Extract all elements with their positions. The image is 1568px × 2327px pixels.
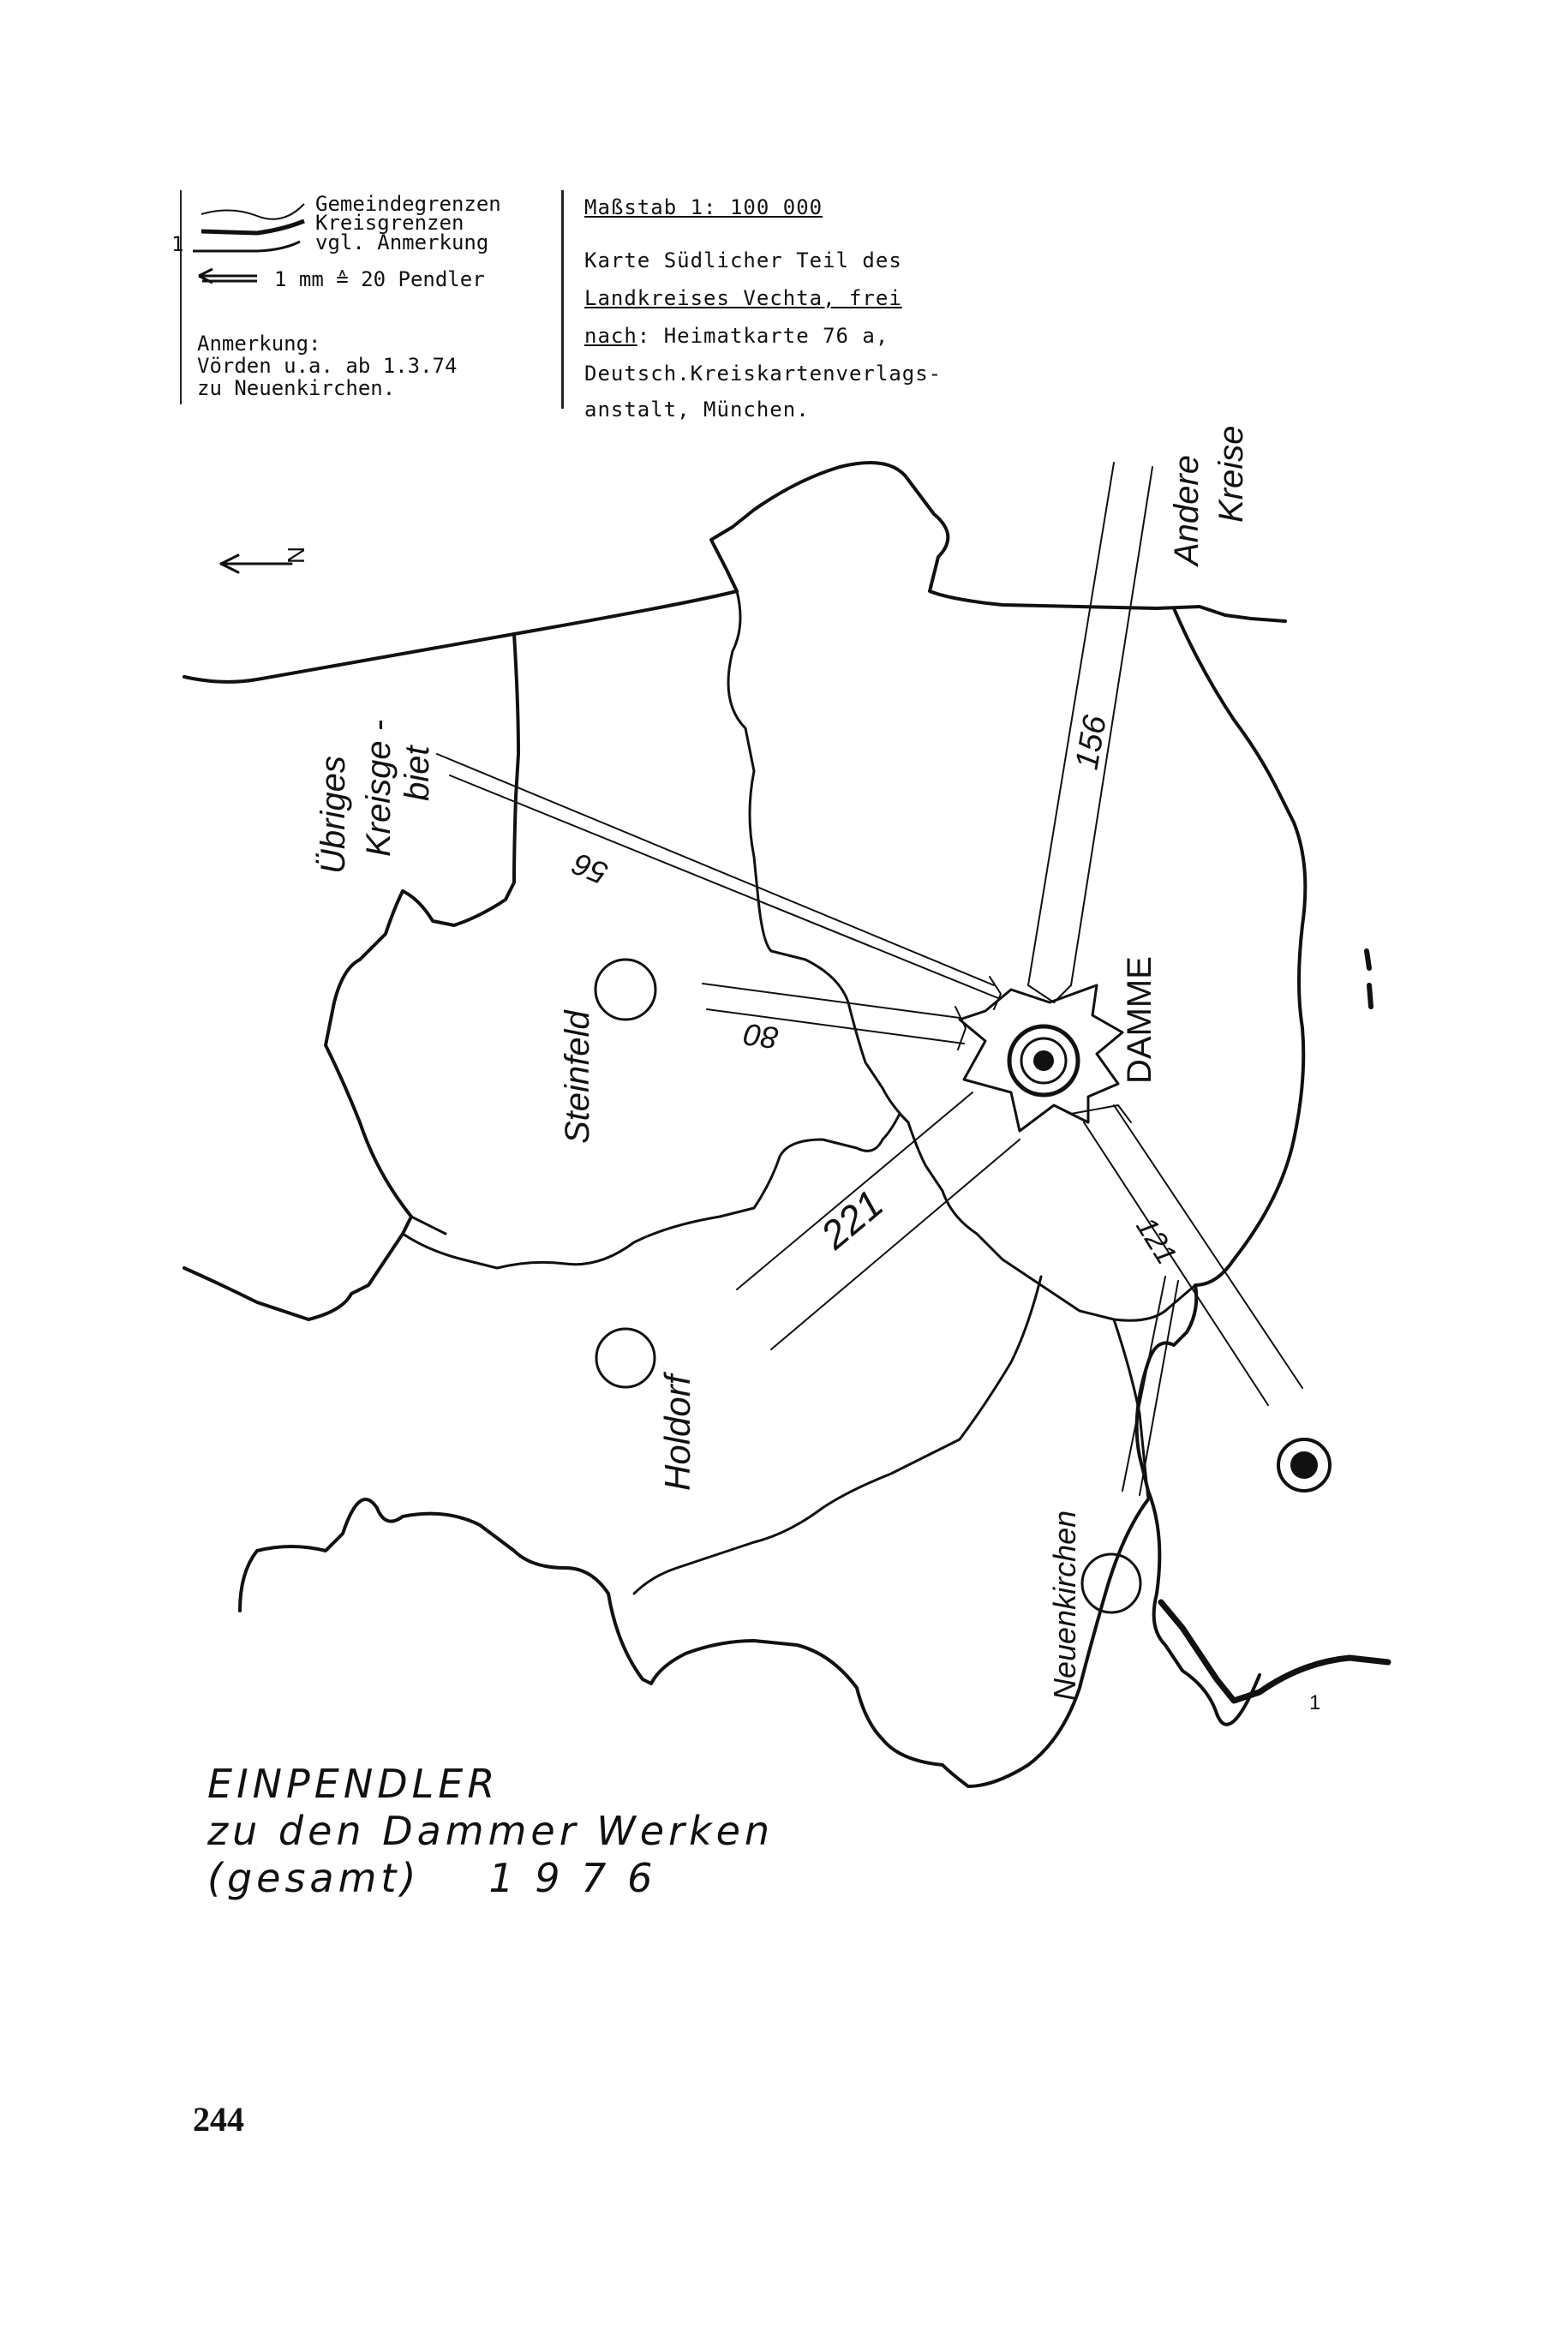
page-number: 244	[193, 2100, 244, 2139]
municipal-boundary-symbol	[200, 203, 305, 220]
district-boundary-east	[1134, 607, 1308, 1726]
source-line2: Landkreises Vechta, frei	[584, 286, 902, 310]
holdorf-symbol	[595, 1327, 656, 1389]
municipal-boundary-steinfeld-west	[410, 1215, 447, 1235]
see-note-symbol	[193, 240, 301, 253]
north-arrow	[219, 553, 293, 574]
flow-value-steinfeld: 80	[742, 1017, 781, 1056]
place-holdorf: Holdorf	[657, 1371, 697, 1491]
legend-municipal-label: Gemeindegrenzen	[315, 192, 501, 216]
source-line3-rest: : Heimatkarte 76 a,	[637, 324, 889, 348]
vorden-symbol-inner	[1290, 1451, 1318, 1479]
municipal-boundary-uebriges	[727, 589, 910, 1124]
flow-value-holdorf: 221	[811, 1181, 891, 1258]
vorden-symbol	[1277, 1438, 1332, 1493]
district-boundary-southeast	[1158, 1599, 1391, 1704]
map-note-marker: 1	[1309, 1691, 1320, 1714]
caption-line1: EINPENDLER	[207, 1761, 500, 1807]
north-label: N	[283, 547, 309, 564]
district-boundary-north	[183, 461, 1287, 684]
flow-band-holdorf	[736, 1092, 1020, 1350]
place-neuenkirchen: Neuenkirchen	[1047, 1510, 1082, 1701]
scale-arrow-symbol	[198, 267, 257, 284]
flow-band-steinfeld	[702, 983, 967, 1050]
caption-line3-a: (gesamt)	[207, 1855, 421, 1901]
legend-note-marker: 1	[171, 232, 184, 256]
caption-line3: (gesamt) 1 9 7 6	[207, 1855, 656, 1901]
district-boundary-symbol	[200, 218, 305, 236]
damme-symbol-outer	[1007, 1024, 1080, 1098]
source-line3-label: nach	[584, 324, 637, 348]
source-scale: Maßstab 1: 100 000	[584, 195, 823, 219]
damme-symbol-core	[1033, 1050, 1054, 1071]
legend-frame-line	[180, 190, 182, 404]
damme-symbol-inner	[1020, 1037, 1068, 1085]
municipal-boundary-holdorf-neuenkirchen	[632, 1275, 1043, 1595]
place-damme: DAMME	[1121, 956, 1158, 1084]
region-andere-1: Andere	[1168, 455, 1206, 567]
legend-source-divider	[561, 190, 564, 409]
caption-line2: zu den Dammer Werken	[207, 1808, 775, 1854]
flow-value-uebriges: 56	[567, 846, 613, 891]
source-line4: Deutsch.Kreiskartenverlags-	[584, 362, 943, 386]
legend-district-label: Kreisgrenzen	[315, 211, 464, 235]
region-andere-2: Kreise	[1212, 426, 1250, 523]
source-line1: Karte Südlicher Teil des	[584, 248, 902, 272]
flow-band-neuenkirchen	[1070, 1104, 1303, 1496]
legend-note-heading: Anmerkung:	[197, 332, 321, 356]
legend-note-line2: zu Neuenkirchen.	[197, 376, 396, 400]
municipal-boundary-steinfeld-holdorf	[401, 1112, 910, 1270]
legend-symbols	[193, 203, 305, 284]
municipal-boundary-holdorf-damme	[907, 1121, 1197, 1322]
east-edge-mark	[1364, 948, 1373, 1009]
flow-band-uebriges	[436, 753, 1002, 1010]
source-line3: nach: Heimatkarte 76 a,	[584, 324, 889, 348]
flow-band-andere-kreise	[1027, 462, 1153, 1003]
region-uebriges-3: biet	[398, 745, 436, 801]
place-steinfeld: Steinfeld	[559, 1009, 596, 1144]
damme-star	[958, 984, 1124, 1133]
neuenkirchen-symbol	[1080, 1552, 1142, 1614]
legend-note-line1: Vörden u.a. ab 1.3.74	[197, 354, 458, 378]
caption-line3-b: 1 9 7 6	[488, 1855, 657, 1901]
district-boundary-south	[238, 1498, 1150, 1788]
steinfeld-symbol	[594, 958, 657, 1021]
region-uebriges-2: Kreisge -	[360, 720, 398, 857]
region-uebriges-1: Übriges	[314, 756, 352, 874]
legend-scale-label: 1 mm ≙ 20 Pendler	[274, 267, 485, 291]
district-boundary-west	[183, 632, 520, 1321]
legend-see-note-label: vgl. Anmerkung	[315, 230, 489, 254]
flow-value-andere-kreise: 156	[1069, 712, 1115, 773]
source-line5: anstalt, München.	[584, 398, 810, 422]
